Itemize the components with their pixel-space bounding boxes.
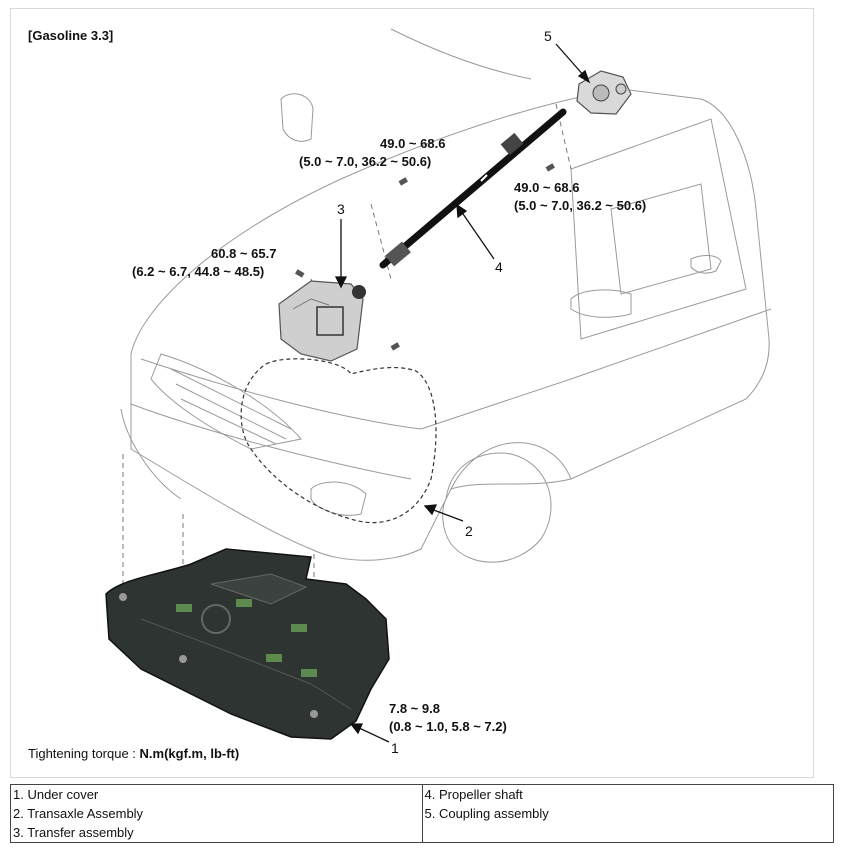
torque-coupling-right: 49.0 ~ 68.6 (5.0 ~ 7.0, 36.2 ~ 50.6) xyxy=(514,179,646,215)
tightening-torque-note: Tightening torque : N.m(kgf.m, lb-ft) xyxy=(28,746,239,761)
vehicle-body-outline xyxy=(130,88,770,561)
engine-variant-label: [Gasoline 3.3] xyxy=(28,28,114,43)
callout-4: 4 xyxy=(495,259,503,275)
torque-coupling-top-alt: (5.0 ~ 7.0, 36.2 ~ 50.6) xyxy=(299,154,432,169)
torque-transfer-alt: (6.2 ~ 6.7, 44.8 ~ 48.5) xyxy=(132,264,265,279)
callout-5: 5 xyxy=(544,28,552,44)
torque-under-cover-nm: 7.8 ~ 9.8 xyxy=(389,701,440,716)
callout-2: 2 xyxy=(465,523,473,539)
torque-under-cover-alt: (0.8 ~ 1.0, 5.8 ~ 7.2) xyxy=(389,719,507,734)
propeller-shaft xyxy=(379,108,567,269)
torque-transfer: 60.8 ~ 65.7 (6.2 ~ 6.7, 44.8 ~ 48.5) xyxy=(132,245,276,281)
legend-row: 1. Under cover 2. Transaxle Assembly 3. … xyxy=(10,784,834,843)
callout-3: 3 xyxy=(337,201,345,217)
torque-under-cover: 7.8 ~ 9.8 (0.8 ~ 1.0, 5.8 ~ 7.2) xyxy=(389,700,507,736)
exploded-view-figure: [Gasoline 3.3] 49.0 ~ 68.6 (5.0 ~ 7.0, 3… xyxy=(10,8,814,778)
torque-coupling-top-nm: 49.0 ~ 68.6 xyxy=(380,136,446,151)
transfer-assembly xyxy=(278,280,366,362)
coupling-assembly xyxy=(576,70,632,115)
legend-item: 2. Transaxle Assembly xyxy=(13,806,144,821)
legend-right-column: 4. Propeller shaft 5. Coupling assembly xyxy=(421,784,834,843)
tightening-unit: N.m(kgf.m, lb-ft) xyxy=(139,746,240,761)
transaxle-dashed-outline xyxy=(240,358,437,524)
legend-item: 4. Propeller shaft xyxy=(424,787,523,802)
torque-coupling-right-nm: 49.0 ~ 68.6 xyxy=(514,180,580,195)
torque-transfer-nm: 60.8 ~ 65.7 xyxy=(211,246,277,261)
legend-item: 5. Coupling assembly xyxy=(424,806,549,821)
under-cover xyxy=(105,548,390,740)
legend-item: 1. Under cover xyxy=(13,787,99,802)
tightening-label: Tightening torque : xyxy=(28,746,140,761)
torque-coupling-right-alt: (5.0 ~ 7.0, 36.2 ~ 50.6) xyxy=(514,198,647,213)
legend-left-column: 1. Under cover 2. Transaxle Assembly 3. … xyxy=(10,784,423,843)
legend-item: 3. Transfer assembly xyxy=(13,825,134,840)
parts-legend-table: 1. Under cover 2. Transaxle Assembly 3. … xyxy=(10,784,834,843)
callout-1: 1 xyxy=(391,740,399,756)
torque-coupling-top: 49.0 ~ 68.6 (5.0 ~ 7.0, 36.2 ~ 50.6) xyxy=(299,135,446,171)
vehicle-drivetrain-illustration xyxy=(105,28,772,743)
